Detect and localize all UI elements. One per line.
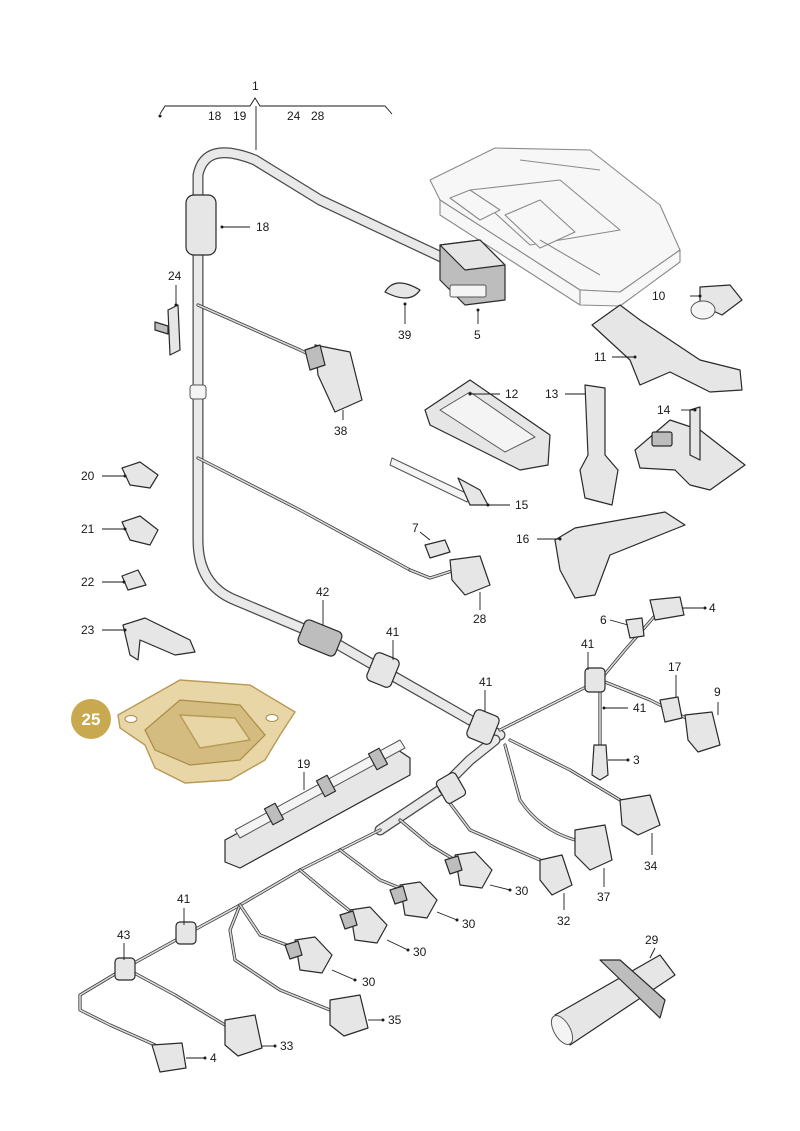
- rail-19: [224, 739, 411, 869]
- label-39: 39: [398, 328, 412, 342]
- label-42: 42: [316, 585, 330, 599]
- label-32: 32: [557, 914, 571, 928]
- label-28: 28: [473, 612, 487, 626]
- label-28-header: 28: [311, 109, 325, 123]
- part-25-highlighted: [117, 679, 296, 784]
- bracket-14: [634, 406, 746, 491]
- control-unit: [429, 147, 681, 307]
- clip-7: [424, 539, 451, 559]
- bracket-16: [554, 511, 686, 599]
- label-18-header: 18: [208, 109, 222, 123]
- cable-tie-15: [389, 457, 489, 506]
- label-4-upper: 4: [709, 601, 716, 615]
- label-9: 9: [714, 685, 721, 699]
- label-16: 16: [516, 532, 530, 546]
- clip-22: [121, 569, 147, 591]
- clip-21: [121, 515, 159, 546]
- label-23: 23: [81, 623, 95, 637]
- clamp-39: [384, 282, 421, 299]
- label-41-c: 41: [581, 637, 595, 651]
- label-29: 29: [645, 933, 659, 947]
- highlight-badge-25: 25: [71, 699, 111, 739]
- label-41-e: 41: [177, 892, 191, 906]
- label-18: 18: [256, 220, 270, 234]
- tube-29: [550, 954, 676, 1046]
- label-41-d: 41: [633, 701, 647, 715]
- label-13: 13: [545, 387, 559, 401]
- connector-35: [329, 994, 369, 1037]
- connector-33: [224, 1014, 263, 1057]
- connector-6: [625, 617, 645, 639]
- holder-24: [154, 304, 181, 356]
- connector-28: [449, 555, 491, 596]
- bracket-23: [122, 617, 196, 661]
- connector-37: [574, 824, 613, 871]
- label-33: 33: [280, 1039, 294, 1053]
- label-10: 10: [652, 289, 666, 303]
- label-6: 6: [600, 613, 607, 627]
- label-35: 35: [388, 1013, 402, 1027]
- label-41-b: 41: [479, 675, 493, 689]
- label-24: 24: [168, 269, 182, 283]
- connector-4-lower: [151, 1042, 187, 1073]
- label-24-header: 24: [287, 109, 301, 123]
- bracket-13: [579, 384, 619, 506]
- label-17: 17: [668, 660, 682, 674]
- clip-42: [297, 619, 343, 657]
- connector-30-set: [284, 851, 493, 974]
- label-21: 21: [81, 522, 95, 536]
- label-41-a: 41: [386, 625, 400, 639]
- connector-38: [304, 344, 363, 413]
- label-20: 20: [81, 469, 95, 483]
- label-11: 11: [594, 350, 607, 364]
- clip-20: [121, 461, 159, 489]
- label-3: 3: [633, 753, 640, 767]
- label-37: 37: [597, 890, 611, 904]
- clip-10: [690, 284, 743, 320]
- leader-lines: [102, 225, 719, 1060]
- badge-label-25: 25: [82, 710, 101, 729]
- sleeve-18: [185, 194, 217, 256]
- label-12: 12: [505, 387, 519, 401]
- connector-17: [659, 696, 683, 723]
- connector-5: [439, 239, 506, 306]
- label-30-b: 30: [462, 917, 476, 931]
- part-labels: 18 24 39 5 38 12 13 14 10 11 15 16 7 28 …: [81, 220, 721, 1065]
- label-7: 7: [412, 521, 419, 535]
- label-4-lower: 4: [210, 1051, 217, 1065]
- bracket-12: [424, 379, 551, 471]
- label-15: 15: [515, 498, 529, 512]
- label-19: 19: [297, 757, 311, 771]
- label-5: 5: [474, 328, 481, 342]
- label-30-c: 30: [413, 945, 427, 959]
- label-22: 22: [81, 575, 95, 589]
- label-1: 1: [252, 79, 259, 93]
- connector-4-upper: [649, 596, 685, 621]
- label-43: 43: [117, 928, 131, 942]
- header-bracket: 1 18 19 24 28: [158, 79, 393, 150]
- connector-9: [684, 711, 721, 753]
- bracket-11: [591, 304, 743, 393]
- sensor-3: [591, 744, 609, 781]
- label-34: 34: [644, 859, 658, 873]
- label-30-d: 30: [362, 975, 376, 989]
- connector-32: [539, 854, 573, 896]
- label-38: 38: [334, 424, 348, 438]
- connector-34: [619, 794, 661, 836]
- harness-sleeves: [114, 194, 606, 981]
- label-30-a: 30: [515, 884, 529, 898]
- label-19-header: 19: [233, 109, 247, 123]
- label-14: 14: [657, 403, 671, 417]
